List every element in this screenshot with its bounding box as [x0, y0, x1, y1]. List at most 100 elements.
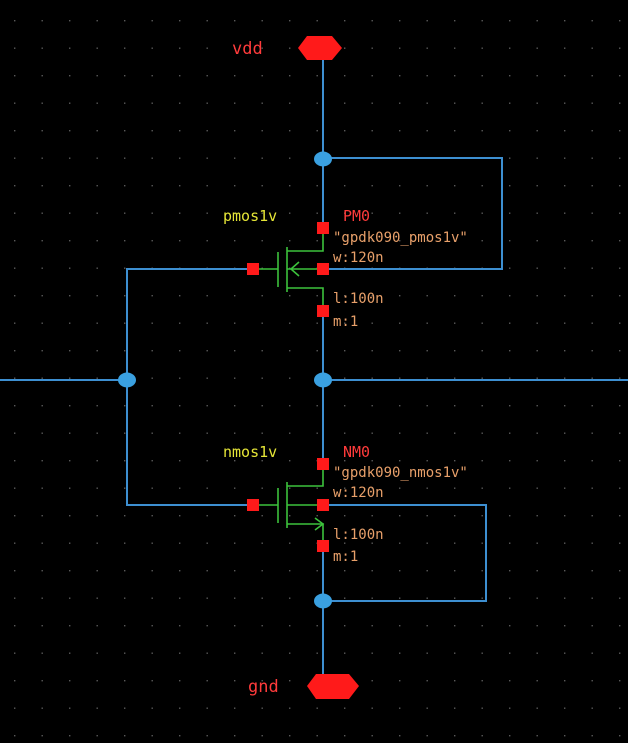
grid-dot [234, 652, 236, 654]
nmos-gate-terminal[interactable] [247, 499, 259, 511]
nmos-body-terminal[interactable] [317, 499, 329, 511]
grid-dot [69, 487, 71, 489]
pmos-gate-terminal[interactable] [247, 263, 259, 275]
grid-dot [509, 75, 511, 77]
grid-dot [399, 542, 401, 544]
nmos-drain-terminal[interactable] [317, 458, 329, 470]
grid-dot [234, 75, 236, 77]
junction-input[interactable] [118, 372, 136, 388]
grid-dot [536, 102, 538, 104]
gnd-pin-label: gnd [248, 677, 279, 697]
grid-dot [179, 405, 181, 407]
grid-dot [124, 625, 126, 627]
grid-dot [454, 735, 456, 737]
grid-dot [179, 240, 181, 242]
grid-dot [179, 735, 181, 737]
pmos-drain-terminal[interactable] [317, 305, 329, 317]
grid-dot [96, 185, 98, 187]
grid-dot [481, 75, 483, 77]
grid-dot [69, 652, 71, 654]
grid-dot [564, 267, 566, 269]
nmos-model-label: nmos1v [223, 443, 277, 461]
grid-dot [481, 542, 483, 544]
grid-dot [481, 460, 483, 462]
nmos-source-terminal[interactable] [317, 540, 329, 552]
grid-dot [564, 597, 566, 599]
grid-dot [234, 460, 236, 462]
pmos-source-terminal[interactable] [317, 222, 329, 234]
grid-dot [619, 432, 621, 434]
grid-dot [399, 102, 401, 104]
vdd-pin[interactable]: vdd [232, 36, 342, 60]
pmos-transistor-icon[interactable] [259, 231, 324, 308]
grid-dot [96, 20, 98, 22]
grid-dot [96, 460, 98, 462]
grid-dot [124, 295, 126, 297]
junction-gnd-body[interactable] [314, 593, 332, 609]
grid-dot [509, 157, 511, 159]
grid-dot [591, 460, 593, 462]
grid-dot [619, 460, 621, 462]
grid-dot [289, 377, 291, 379]
grid-dot [536, 212, 538, 214]
grid-dot [14, 597, 16, 599]
grid-dot [179, 515, 181, 517]
grid-dot [206, 487, 208, 489]
grid-dot [591, 625, 593, 627]
nmos-cell-label: "gpdk090_nmos1v" [333, 465, 468, 481]
grid-dot [96, 75, 98, 77]
grid-dot [509, 377, 511, 379]
grid-dot [124, 47, 126, 49]
grid-dot [41, 597, 43, 599]
grid-dot [206, 212, 208, 214]
grid-dot [371, 295, 373, 297]
grid-dot [151, 350, 153, 352]
grid-dot [289, 735, 291, 737]
grid-dot [96, 515, 98, 517]
nmos-transistor-icon[interactable] [259, 467, 325, 543]
grid-dot [536, 707, 538, 709]
grid-dot [14, 102, 16, 104]
grid-dot [371, 487, 373, 489]
grid-dot [371, 680, 373, 682]
grid-dot [399, 47, 401, 49]
grid-dot [14, 75, 16, 77]
grid-dot [564, 515, 566, 517]
grid-dot [124, 487, 126, 489]
pmos-body-terminal[interactable] [317, 263, 329, 275]
grid-dot [14, 185, 16, 187]
grid-dot [96, 47, 98, 49]
hexagon-pin-icon [307, 674, 359, 699]
grid-dot [536, 75, 538, 77]
grid-dot [14, 240, 16, 242]
grid-dot [509, 432, 511, 434]
grid-dot [426, 185, 428, 187]
junction-output[interactable] [314, 372, 332, 388]
grid-dot [399, 487, 401, 489]
junction-vdd-body[interactable] [314, 151, 332, 167]
wire-pmos-body[interactable] [323, 157, 503, 270]
wire-nmos-body[interactable] [323, 504, 487, 602]
grid-dot [564, 240, 566, 242]
grid-dot [289, 432, 291, 434]
grid-dot [96, 240, 98, 242]
grid-dot [371, 570, 373, 572]
grid-dot [564, 735, 566, 737]
grid-dot [41, 185, 43, 187]
grid-dot [261, 295, 263, 297]
grid-dot [371, 240, 373, 242]
grid-dot [344, 130, 346, 132]
grid-dot [591, 75, 593, 77]
grid-dot [206, 735, 208, 737]
grid-dot [371, 322, 373, 324]
grid-dot [179, 377, 181, 379]
grid-dot [426, 460, 428, 462]
grid-dot [399, 597, 401, 599]
gnd-pin[interactable]: gnd [248, 674, 359, 699]
grid-dot [69, 625, 71, 627]
grid-dot [151, 680, 153, 682]
grid-dot [316, 102, 318, 104]
grid-dot [14, 350, 16, 352]
grid-dot [14, 625, 16, 627]
